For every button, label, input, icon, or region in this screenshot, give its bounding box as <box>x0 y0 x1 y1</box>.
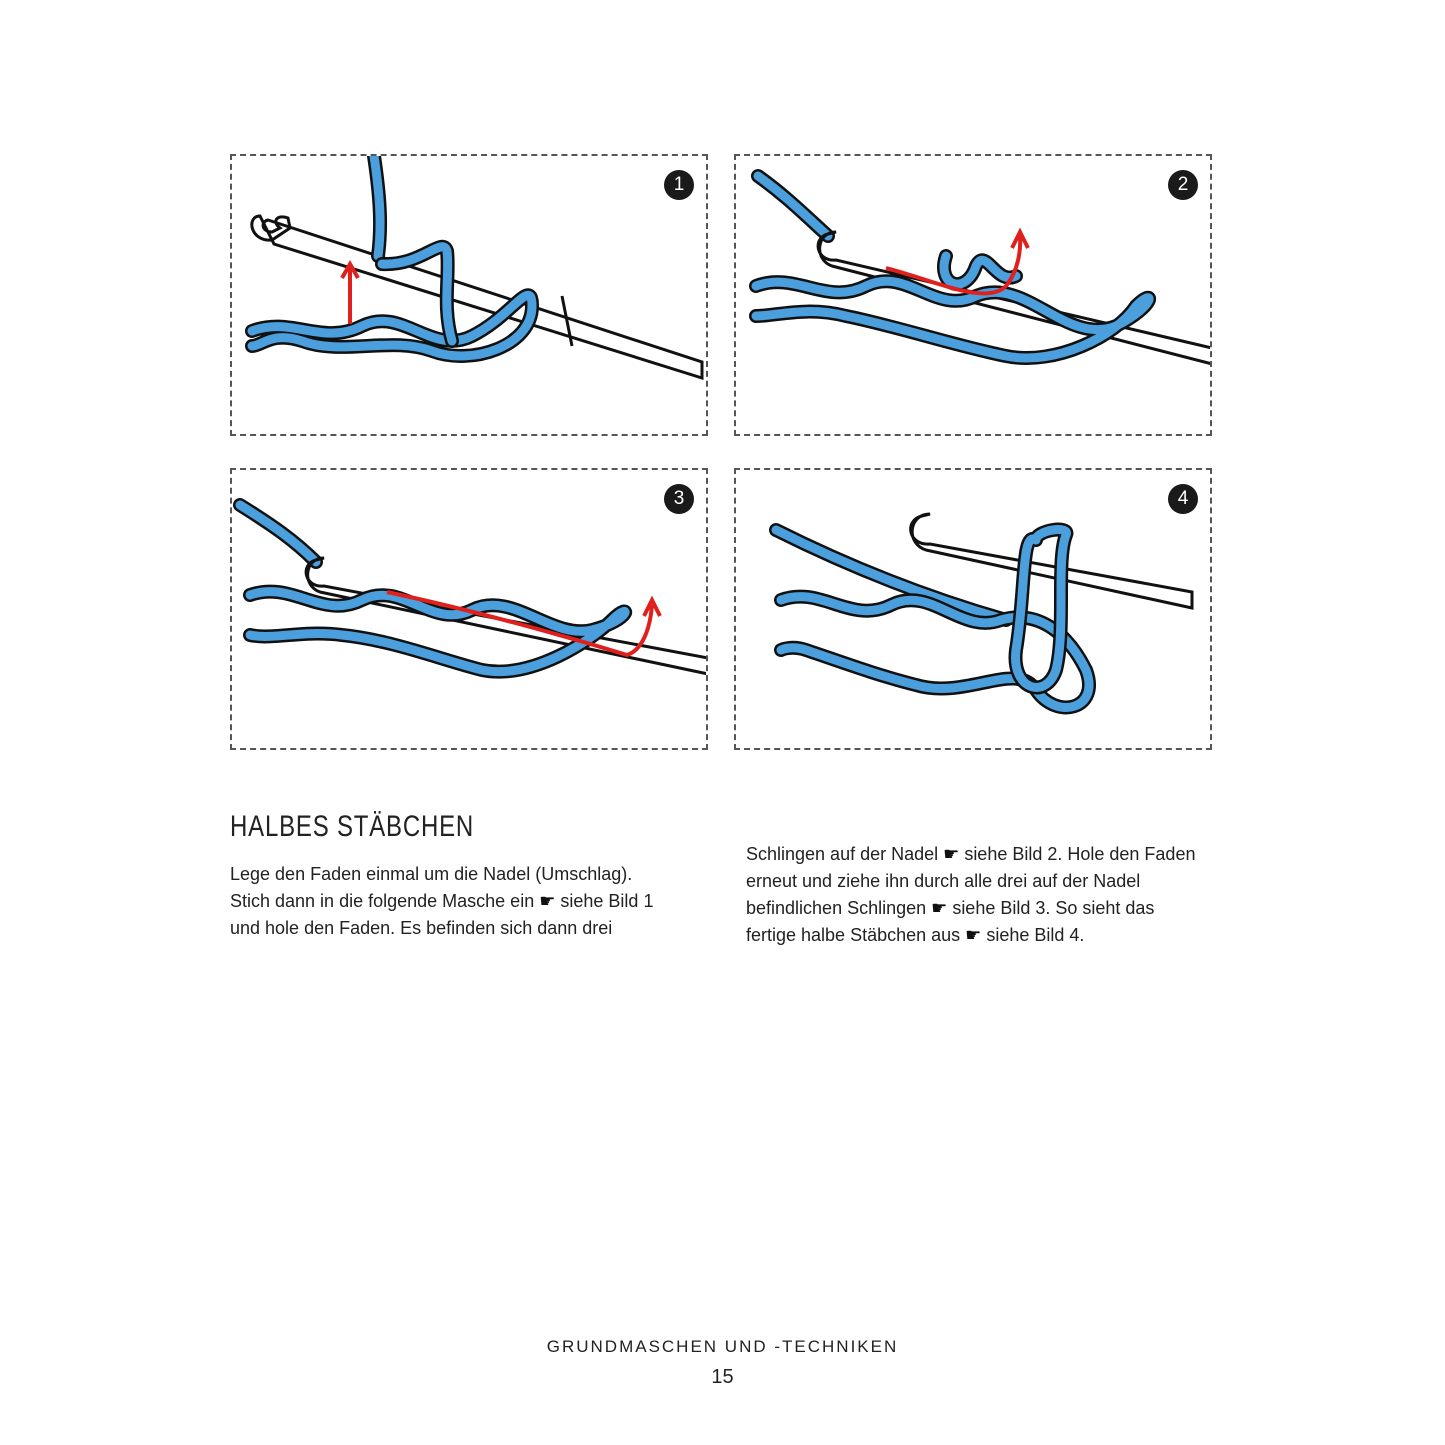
page-number: 15 <box>0 1366 1445 1389</box>
step-number-badge: 2 <box>1168 170 1198 200</box>
text-line: Lege den Faden einmal um die Nadel (Umsc… <box>230 861 710 888</box>
illustration-panel-3: 3 <box>230 468 708 750</box>
pointing-hand-icon: ☛ <box>539 891 555 911</box>
text-line: Schlingen auf der Nadel ☛ siehe Bild 2. … <box>746 841 1226 868</box>
text-column-right: Schlingen auf der Nadel ☛ siehe Bild 2. … <box>746 841 1226 949</box>
text-line: und hole den Faden. Es befinden sich dan… <box>230 915 710 942</box>
step-number-badge: 3 <box>664 484 694 514</box>
pointing-hand-icon: ☛ <box>943 844 959 864</box>
step-number-badge: 1 <box>664 170 694 200</box>
text-fragment: siehe Bild 3. So sieht das <box>952 898 1154 918</box>
text-line: Stich dann in die folgende Masche ein ☛ … <box>230 888 710 915</box>
illustration-panel-1: 1 <box>230 154 708 436</box>
crochet-step-1-drawing <box>232 156 708 436</box>
step-number-badge: 4 <box>1168 484 1198 514</box>
text-fragment: siehe Bild 4. <box>986 925 1084 945</box>
illustration-panel-4: 4 <box>734 468 1212 750</box>
text-fragment: siehe Bild 2. Hole den Faden <box>964 844 1195 864</box>
crochet-step-4-drawing <box>736 470 1212 750</box>
pointing-hand-icon: ☛ <box>965 925 981 945</box>
pointing-hand-icon: ☛ <box>931 898 947 918</box>
text-fragment: Schlingen auf der Nadel <box>746 844 938 864</box>
text-fragment: befindlichen Schlingen <box>746 898 926 918</box>
crochet-step-3-drawing <box>232 470 708 750</box>
text-fragment: Stich dann in die folgende Masche ein <box>230 891 534 911</box>
text-fragment: siehe Bild 1 <box>560 891 653 911</box>
text-column-left: Lege den Faden einmal um die Nadel (Umsc… <box>230 861 710 942</box>
red-arrow <box>342 264 358 324</box>
text-line: befindlichen Schlingen ☛ siehe Bild 3. S… <box>746 895 1226 922</box>
crochet-step-2-drawing <box>736 156 1212 436</box>
hook-body <box>306 558 708 674</box>
illustration-panel-2: 2 <box>734 154 1212 436</box>
running-footer-title: GRUNDMASCHEN UND -TECHNIKEN <box>0 1337 1445 1357</box>
text-line: erneut und ziehe ihn durch alle drei auf… <box>746 868 1226 895</box>
text-fragment: fertige halbe Stäbchen aus <box>746 925 960 945</box>
section-heading: HALBES STÄBCHEN <box>230 810 474 844</box>
text-line: fertige halbe Stäbchen aus ☛ siehe Bild … <box>746 922 1226 949</box>
